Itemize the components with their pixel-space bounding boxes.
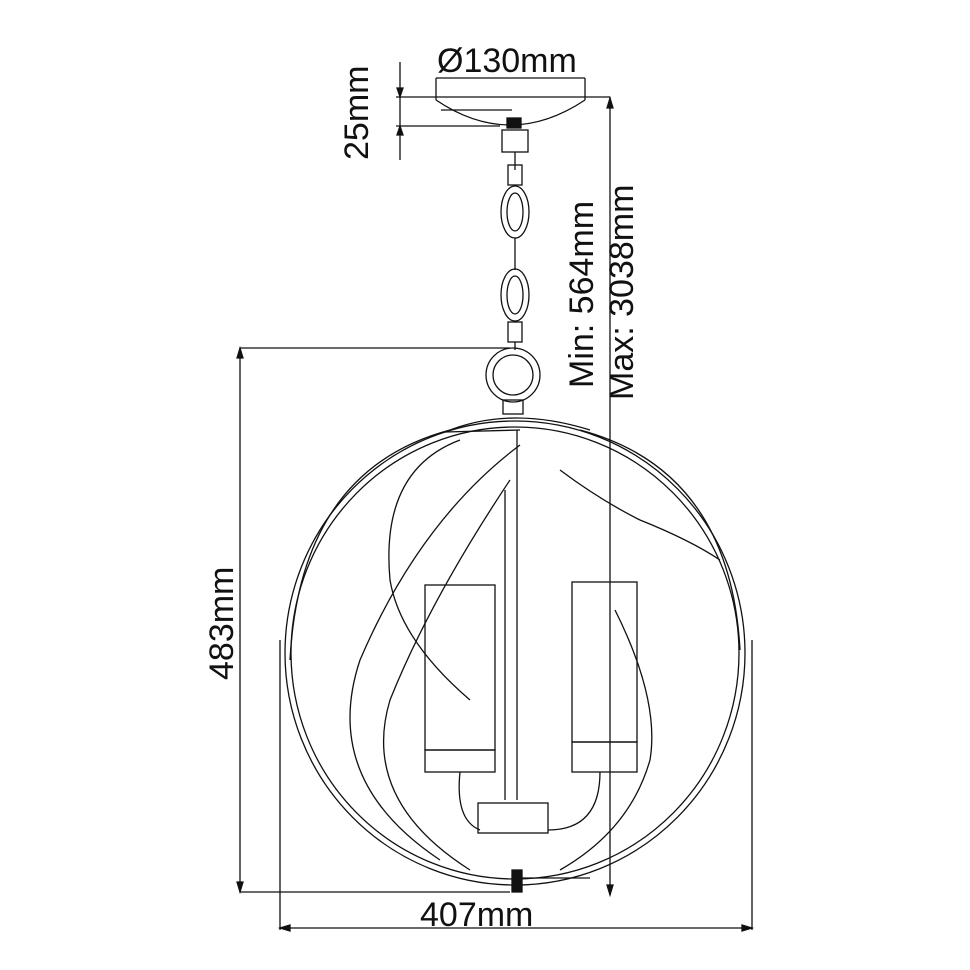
drop-min-label: Min: 564mm (563, 200, 601, 388)
center-stem (424, 430, 638, 893)
sphere-bands (284, 417, 746, 886)
height-483-dimension (236, 345, 510, 895)
body-height-label: 483mm (203, 566, 241, 680)
width-407-dimension (277, 640, 755, 932)
canopy-height-label: 25mm (338, 65, 376, 160)
body-width-label: 407mm (420, 896, 534, 934)
canopy (396, 77, 610, 129)
chain (485, 129, 541, 415)
canopy-diameter-label: Ø130mm (437, 42, 577, 80)
height-25-dimension (396, 62, 404, 160)
drop-dimension (606, 95, 614, 898)
drop-max-label: Max: 3038mm (603, 184, 641, 400)
